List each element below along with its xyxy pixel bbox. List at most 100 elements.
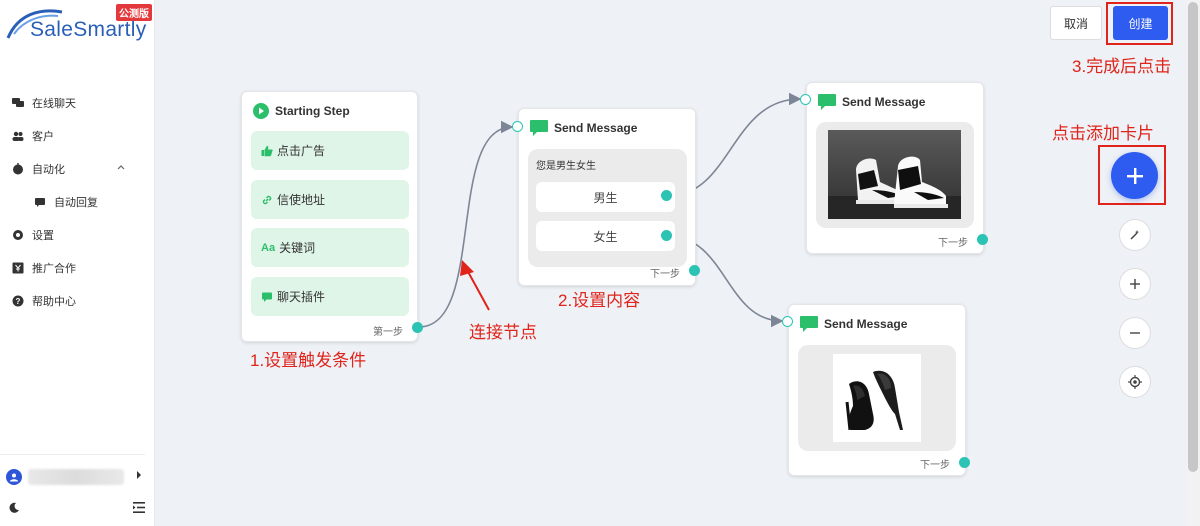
option-button-female[interactable]: 女生 (536, 221, 675, 251)
message-content[interactable]: 您是男生女生 男生 女生 (528, 149, 687, 267)
plus-icon (1130, 279, 1140, 289)
option-button-male[interactable]: 男生 (536, 182, 675, 212)
trigger-chat-widget[interactable]: 聊天插件 (251, 277, 409, 316)
trigger-keyword[interactable]: Aa 关键词 (251, 228, 409, 267)
plus-icon (1126, 167, 1143, 184)
caret-right-icon (137, 471, 141, 479)
gear-icon (12, 229, 24, 241)
create-button-label: 创建 (1128, 16, 1153, 31)
sidebar-item-customers[interactable]: 客户 (0, 119, 155, 152)
send-message-node-question[interactable]: Send Message 您是男生女生 男生 女生 下一步 (518, 108, 696, 286)
option-connector-female[interactable] (661, 230, 672, 241)
step-label: 下一步 (650, 269, 680, 280)
dark-mode-icon[interactable] (8, 502, 20, 514)
collapse-menu-icon[interactable] (133, 502, 145, 513)
zoom-out-button[interactable] (1119, 317, 1151, 349)
play-icon (253, 103, 269, 119)
step-label: 下一步 (920, 460, 950, 471)
scrollbar-thumb[interactable] (1188, 2, 1198, 472)
output-connector[interactable] (977, 234, 988, 245)
target-icon (1128, 375, 1142, 389)
flow-canvas[interactable]: Starting Step 点击广告 信使地址 Aa 关键词 聊天插件 第一步 (156, 0, 1186, 526)
magic-wand-icon (1130, 230, 1140, 240)
message-content[interactable] (816, 122, 974, 228)
keyword-icon: Aa (261, 241, 276, 254)
sidebar: SaleSmartly 公测版 在线聊天 客户 自动化 自动回 (0, 0, 155, 526)
promo-icon (12, 262, 24, 274)
cancel-button[interactable]: 取消 (1050, 6, 1102, 40)
option-label: 男生 (593, 190, 618, 205)
sidebar-item-automation[interactable]: 自动化 (0, 152, 155, 185)
input-connector[interactable] (800, 94, 811, 105)
sidebar-item-label: 帮助中心 (32, 295, 76, 308)
output-connector[interactable] (959, 457, 970, 468)
auto-layout-button[interactable] (1119, 219, 1151, 251)
node-title: Starting Step (253, 103, 350, 119)
minus-icon (1130, 332, 1140, 334)
sidebar-item-label: 推广合作 (32, 262, 76, 275)
locate-center-button[interactable] (1119, 366, 1151, 398)
customers-icon (12, 130, 24, 142)
message-icon (34, 196, 46, 208)
option-connector-male[interactable] (661, 190, 672, 201)
message-icon (818, 94, 836, 110)
output-connector[interactable] (689, 265, 700, 276)
sidebar-item-label: 客户 (32, 130, 54, 143)
sidebar-item-label: 在线聊天 (32, 97, 76, 110)
chat-bubble-icon (261, 291, 273, 303)
chevron-up-icon (117, 165, 125, 170)
output-connector[interactable] (412, 322, 423, 333)
sidebar-item-label: 自动化 (32, 163, 65, 176)
trigger-label: 聊天插件 (277, 290, 326, 304)
sidebar-item-help[interactable]: ? 帮助中心 (0, 284, 155, 317)
thumbs-up-icon (261, 145, 273, 157)
create-button[interactable]: 创建 (1113, 6, 1168, 40)
node-title-text: Send Message (824, 317, 908, 331)
cancel-button-label: 取消 (1063, 16, 1088, 31)
annotation-box-add (1098, 145, 1166, 205)
node-title-text: Send Message (842, 95, 926, 109)
avatar (6, 469, 22, 485)
trigger-label: 关键词 (279, 241, 316, 255)
message-icon (800, 316, 818, 332)
sidebar-item-label: 自动回复 (54, 196, 98, 209)
user-icon (10, 473, 18, 482)
add-card-button[interactable] (1111, 152, 1158, 199)
svg-text:?: ? (16, 297, 21, 306)
user-menu[interactable] (6, 466, 146, 488)
input-connector[interactable] (512, 121, 523, 132)
starting-step-node[interactable]: Starting Step 点击广告 信使地址 Aa 关键词 聊天插件 第一步 (241, 91, 418, 342)
send-message-node-sneaker[interactable]: Send Message (806, 82, 984, 254)
edge-start-to-send1 (418, 120, 514, 328)
vertical-scrollbar[interactable] (1186, 0, 1200, 526)
step-label: 下一步 (938, 238, 968, 249)
node-title: Send Message (530, 120, 637, 136)
send-message-node-heels[interactable]: Send Message 下一步 (788, 304, 966, 476)
sidebar-nav: 在线聊天 客户 自动化 自动回复 设置 (0, 86, 155, 317)
message-content[interactable] (798, 345, 956, 451)
zoom-in-button[interactable] (1119, 268, 1151, 300)
annotation-step1: 1.设置触发条件 (250, 351, 367, 370)
trigger-messenger-link[interactable]: 信使地址 (251, 180, 409, 219)
input-connector[interactable] (782, 316, 793, 327)
annotation-arrow (465, 267, 490, 311)
sidebar-item-settings[interactable]: 设置 (0, 218, 155, 251)
user-name-blurred (28, 469, 124, 485)
node-title-text: Send Message (554, 121, 638, 135)
question-text: 您是男生女生 (536, 161, 596, 172)
divider (0, 454, 145, 455)
beta-badge: 公测版 (116, 4, 152, 21)
logo[interactable]: SaleSmartly 公测版 (6, 4, 154, 44)
link-icon (261, 194, 273, 206)
node-title-text: Starting Step (275, 104, 350, 118)
sidebar-item-promotion[interactable]: 推广合作 (0, 251, 155, 284)
annotation-step3: 3.完成后点击 (1072, 57, 1172, 76)
trigger-label: 信使地址 (277, 193, 326, 207)
annotation-connect: 连接节点 (469, 323, 537, 342)
sidebar-item-live-chat[interactable]: 在线聊天 (0, 86, 155, 119)
trigger-ad-click[interactable]: 点击广告 (251, 131, 409, 170)
annotation-box-create (1106, 2, 1173, 45)
annotation-add-card: 点击添加卡片 (1052, 124, 1154, 143)
node-title: Send Message (818, 94, 925, 110)
sidebar-item-auto-reply[interactable]: 自动回复 (0, 185, 155, 218)
